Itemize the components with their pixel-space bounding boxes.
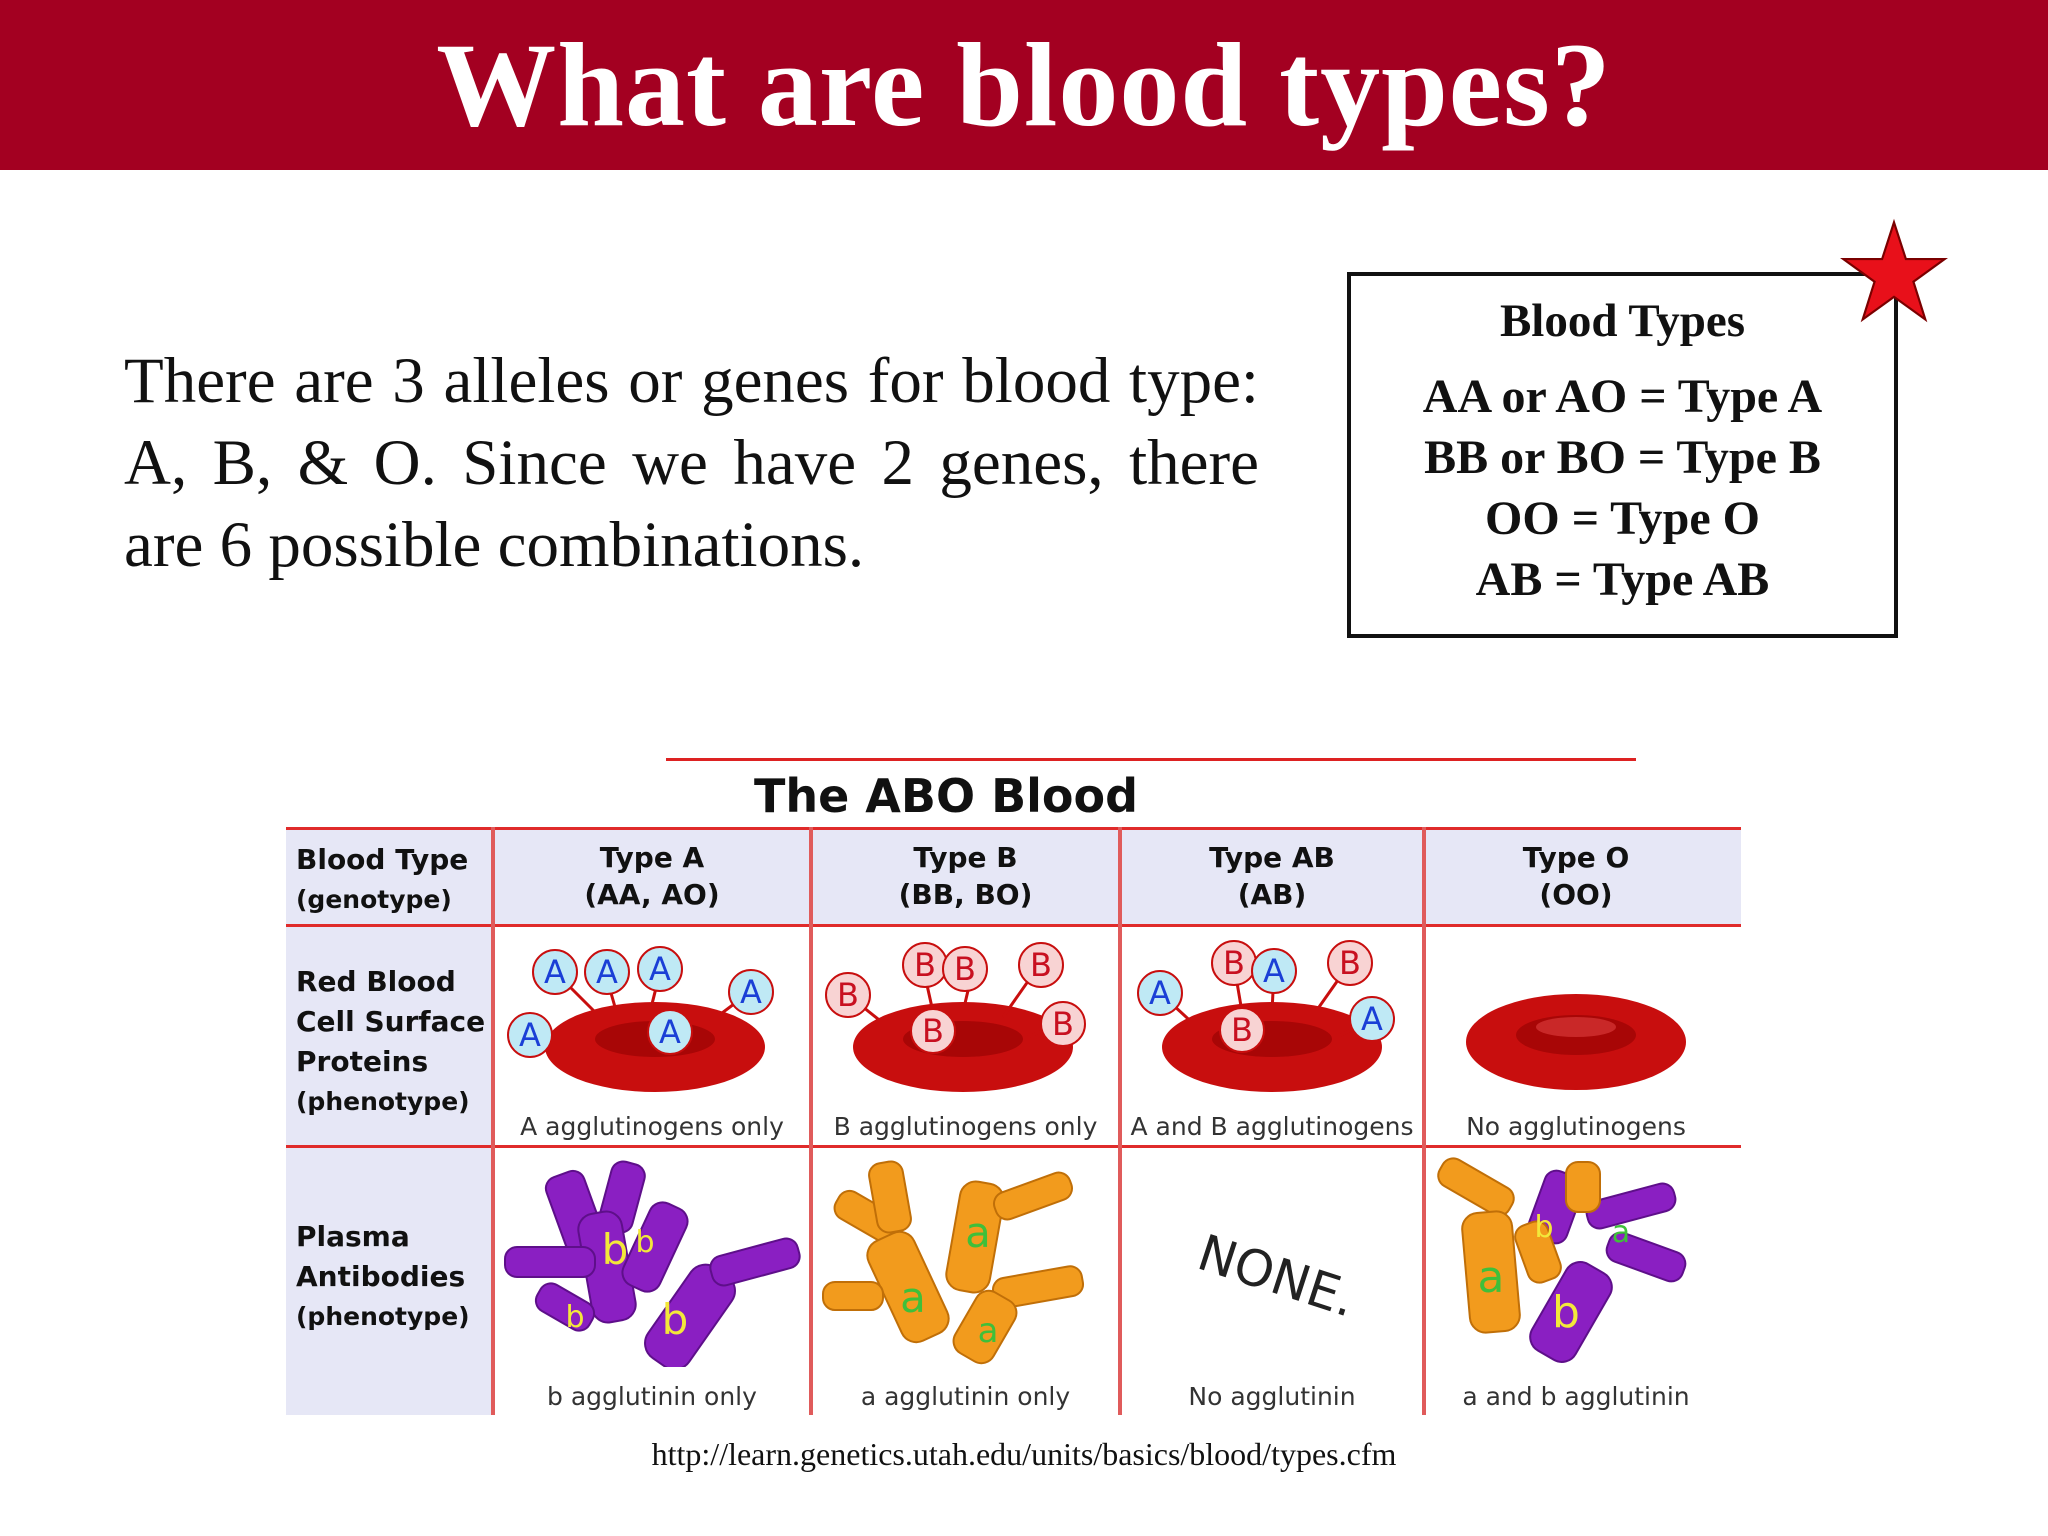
row-label-text: Red Blood xyxy=(296,965,456,998)
blood-types-row: OO = Type O xyxy=(1485,492,1760,545)
antibody-label: a xyxy=(978,1311,999,1351)
antigen-label: B xyxy=(922,1012,944,1050)
column-name: Type O xyxy=(1522,841,1630,874)
antibody-label: b xyxy=(602,1225,629,1274)
antigen-label: A xyxy=(519,1016,541,1054)
blood-types-row: AB = Type AB xyxy=(1475,553,1770,606)
column-genotype: (BB, BO) xyxy=(898,878,1033,911)
antigen-label: A xyxy=(1263,952,1285,990)
row-label-text: Plasma xyxy=(296,1220,410,1253)
antibody-label: a xyxy=(1612,1215,1630,1250)
divider xyxy=(809,827,813,1415)
antibody-label: b xyxy=(565,1300,584,1335)
red-blood-cell-type-o xyxy=(1466,994,1686,1090)
row-label-sub: (phenotype) xyxy=(296,1087,470,1116)
divider xyxy=(1422,827,1426,1415)
column-genotype: (AB) xyxy=(1237,878,1307,911)
antigen-label: B xyxy=(1223,944,1245,982)
antigen-label: B xyxy=(1052,1005,1074,1043)
slide-title: What are blood types? xyxy=(436,18,1612,151)
antibody-label: b xyxy=(1552,1287,1580,1338)
antigen-label: B xyxy=(914,946,936,984)
antibody-caption: a and b agglutinin xyxy=(1462,1382,1690,1411)
title-rule xyxy=(666,758,1636,761)
row-label-text: Cell Surface xyxy=(296,1005,486,1038)
column-genotype: (OO) xyxy=(1539,878,1613,911)
antibody-caption: a agglutinin only xyxy=(860,1382,1071,1411)
antibody-label: a xyxy=(1478,1252,1505,1303)
antibodies-type-o: a a b b xyxy=(1437,1157,1687,1363)
blood-types-row: BB or BO = Type B xyxy=(1424,431,1821,484)
column-genotype: (AA, AO) xyxy=(584,878,720,911)
blood-types-row: AA or AO = Type A xyxy=(1422,370,1823,423)
divider xyxy=(1118,827,1122,1415)
row-label-text: Blood Type xyxy=(296,843,469,876)
column-header-type-b: Type B (BB, BO) xyxy=(813,839,1118,913)
row-label-blood-type: Blood Type (genotype) xyxy=(296,840,468,920)
column-header-type-o: Type O (OO) xyxy=(1426,839,1726,913)
column-name: Type B xyxy=(913,841,1018,874)
antigen-label: B xyxy=(1030,946,1052,984)
antibody-label: b xyxy=(635,1225,654,1260)
antigen-label: A xyxy=(649,950,671,988)
antigen-label: A xyxy=(596,953,618,991)
antibody-label: b xyxy=(1534,1210,1553,1245)
red-blood-cell-type-ab: B A B A B A xyxy=(1137,940,1395,1092)
title-banner: What are blood types? xyxy=(0,0,2048,170)
antibodies-type-a: b b b b xyxy=(504,1160,801,1367)
antibody-caption: b agglutinin only xyxy=(547,1382,757,1411)
antibody-label: a xyxy=(965,1208,991,1257)
antigen-label: B xyxy=(1231,1011,1253,1049)
antibody-label: a xyxy=(900,1273,926,1322)
antigen-label: A xyxy=(740,973,762,1011)
antigen-label: B xyxy=(1339,944,1361,982)
row-label-plasma: Plasma Antibodies (phenotype) xyxy=(296,1217,470,1337)
antigen-caption: A agglutinogens only xyxy=(520,1112,784,1141)
antigen-label: B xyxy=(954,950,976,988)
header-row-bg xyxy=(286,827,1741,924)
antigen-label: A xyxy=(1361,1000,1383,1038)
antigen-label: A xyxy=(1149,974,1171,1012)
blood-types-box-title: Blood Types xyxy=(1499,295,1746,347)
star-icon xyxy=(1840,218,1948,323)
row-label-text: Antibodies xyxy=(296,1260,466,1293)
antigen-label: A xyxy=(544,953,566,991)
antibodies-type-b: a a a xyxy=(822,1160,1085,1365)
abo-table: Blood Type (genotype) Red Blood Cell Sur… xyxy=(286,827,1741,1415)
column-header-type-ab: Type AB (AB) xyxy=(1122,839,1422,913)
column-header-type-a: Type A (AA, AO) xyxy=(495,839,809,913)
antigen-label: A xyxy=(659,1013,681,1051)
row-label-sub: (phenotype) xyxy=(296,1302,470,1331)
column-name: Type AB xyxy=(1209,841,1335,874)
source-url: http://learn.genetics.utah.edu/units/bas… xyxy=(651,1436,1397,1472)
red-blood-cell-type-b: B B B B B B xyxy=(825,942,1086,1092)
antigen-caption: No agglutinogens xyxy=(1466,1112,1686,1141)
antigen-caption: A and B agglutinogens xyxy=(1130,1112,1414,1141)
blood-types-box: Blood Types AA or AO = Type A BB or BO =… xyxy=(1347,272,1898,638)
row-label-sub: (genotype) xyxy=(296,885,452,914)
row-label-rbc: Red Blood Cell Surface Proteins (phenoty… xyxy=(296,962,485,1122)
intro-paragraph: There are 3 alleles or genes for blood t… xyxy=(124,345,1259,581)
column-name: Type A xyxy=(599,841,705,874)
red-blood-cell-type-a: A A A A A A xyxy=(507,946,774,1092)
divider xyxy=(491,827,495,1415)
antibody-caption: No agglutinin xyxy=(1188,1382,1356,1411)
row-label-text: Proteins xyxy=(296,1045,429,1078)
divider xyxy=(286,827,1741,830)
divider xyxy=(286,1145,1741,1148)
antigen-label: B xyxy=(837,976,859,1014)
antigen-caption: B agglutinogens only xyxy=(833,1112,1098,1141)
abo-blood-system-figure: The ABO Blood System Blood Type (genotyp… xyxy=(286,755,1741,1415)
antibody-label: b xyxy=(662,1295,689,1344)
no-antibodies-label: NONE. xyxy=(1190,1223,1363,1329)
divider xyxy=(286,924,1741,927)
